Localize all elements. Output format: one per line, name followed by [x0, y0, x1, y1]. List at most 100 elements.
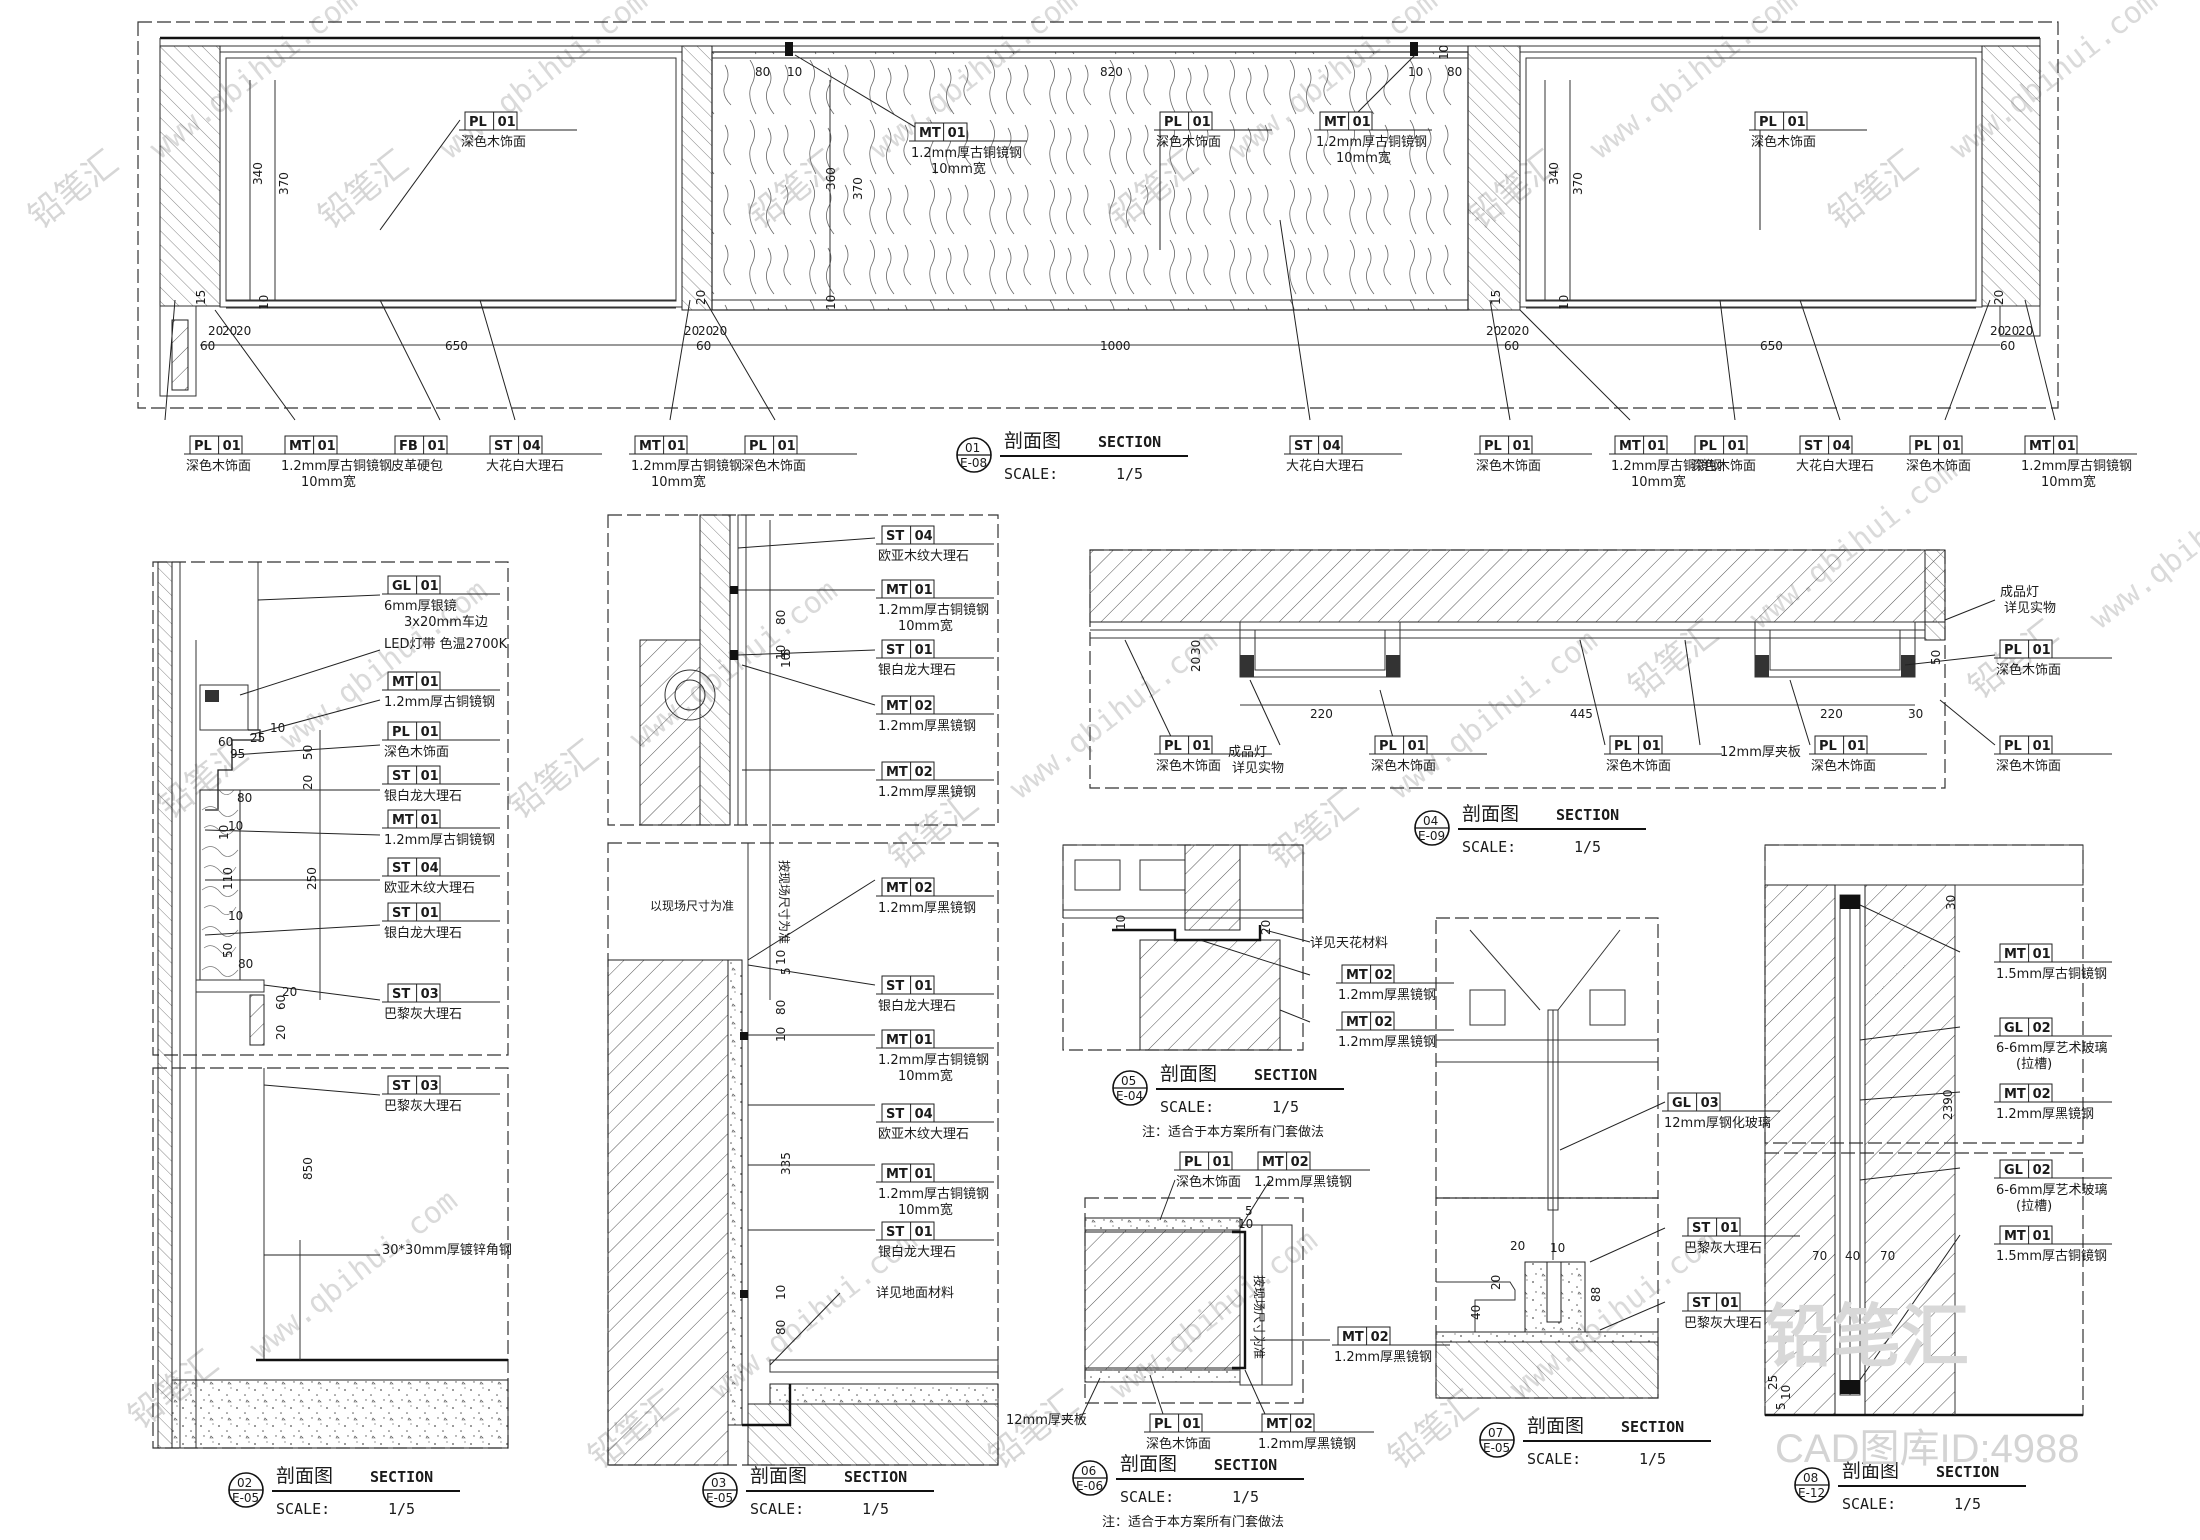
tag-desc: 1.2mm厚古铜镜钢 — [384, 695, 495, 710]
tag-code: MT — [886, 765, 908, 780]
dimension-text: 10 — [774, 1285, 788, 1300]
dimension-text: 60 — [696, 339, 711, 353]
tag-desc: 欧亚木纹大理石 — [878, 549, 969, 564]
tag-desc: 欧亚木纹大理石 — [878, 1127, 969, 1142]
scale-value: 1/5 — [388, 1500, 415, 1518]
tag-desc: 1.2mm厚黑镜钢 — [878, 719, 976, 734]
tag-code: MT — [1346, 1015, 1368, 1030]
tag-desc2: (拉槽) — [2016, 1057, 2052, 1072]
dimension-text: 10 — [257, 295, 271, 310]
tag-desc: 银白龙大理石 — [384, 788, 462, 804]
tag-code: ST — [886, 1225, 904, 1240]
tag-code: ST — [494, 439, 512, 454]
tag-desc: 12mm厚钢化玻璃 — [1664, 1116, 1771, 1131]
tag-num: 01 — [421, 579, 439, 594]
tag-desc: 巴黎灰大理石 — [384, 1099, 462, 1114]
tag-desc: 12mm厚夹板 — [1720, 745, 1801, 760]
section-03-drawing — [607, 514, 999, 1466]
tag-code: MT — [639, 439, 661, 454]
dimension-text: 10 — [1437, 45, 1451, 60]
tag-desc: 1.2mm厚古铜镜钢 — [911, 146, 1022, 161]
tag-desc2: 10mm宽 — [301, 474, 356, 490]
tag-desc: 深色木饰面 — [1156, 758, 1221, 774]
watermark-url: www.qbihui.com — [2083, 453, 2200, 636]
dimension-text: 1000 — [1100, 339, 1131, 353]
dimension-text: 20 — [684, 324, 699, 338]
tag-code: ST — [392, 861, 410, 876]
tag-desc: LED灯带 色温2700K — [384, 636, 508, 652]
scale-label: SCALE: — [750, 1500, 804, 1518]
section-ref: E-05 — [232, 1491, 259, 1505]
dimension-text: 10 — [787, 65, 802, 79]
section-title: 剖面图 — [276, 1465, 333, 1487]
tag-code: MT — [289, 439, 311, 454]
dimension-text: 10 — [779, 653, 793, 668]
watermark-brand: 铅笔汇 — [1261, 783, 1366, 877]
tag-code: PL — [1699, 439, 1717, 454]
tag-num: 04 — [421, 861, 439, 876]
dimension-text: 50 — [301, 745, 315, 760]
tag-code: MT — [886, 1167, 908, 1182]
tag-num: 01 — [915, 979, 933, 994]
tag-num: 01 — [223, 439, 241, 454]
tag-num: 01 — [1193, 115, 1211, 130]
stamp-code: CAD图库ID:4988 — [1775, 1427, 2080, 1471]
tag-desc: 巴黎灰大理石 — [384, 1007, 462, 1022]
section-title-en: SECTION — [844, 1468, 907, 1486]
dimension-text: 2390 — [1941, 1089, 1955, 1120]
dimension-text: 10 — [270, 721, 285, 735]
dimension-text: 10 — [774, 950, 788, 965]
tag-desc: 1.2mm厚古铜镜钢 — [2021, 459, 2132, 474]
scale-label: SCALE: — [276, 1500, 330, 1518]
dimension-text: 70 — [1812, 1249, 1827, 1263]
tag-desc: 1.5mm厚古铜镜钢 — [1996, 967, 2107, 982]
tag-code: PL — [469, 115, 487, 130]
tag-num: 01 — [1788, 115, 1806, 130]
tag-desc: 1.2mm厚黑镜钢 — [878, 785, 976, 800]
tag-code: ST — [392, 987, 410, 1002]
section-ref: E-12 — [1798, 1486, 1825, 1500]
tag-num: 03 — [421, 1079, 439, 1094]
dimension-text: 50 — [1929, 650, 1943, 665]
tag-num: 01 — [1643, 739, 1661, 754]
tag-code: PL — [1184, 1155, 1202, 1170]
dimension-text: 20 — [301, 775, 315, 790]
tag-desc2: (拉槽) — [2016, 1199, 2052, 1214]
tag-code: MT — [392, 813, 414, 828]
tag-num: 01 — [1513, 439, 1531, 454]
tag-desc: 深色木饰面 — [1691, 458, 1756, 474]
side-note: 以现场尺寸为准 — [650, 899, 734, 913]
tag-desc2: 10mm宽 — [898, 1068, 953, 1084]
watermark-url: www.qbihui.com — [243, 1183, 464, 1366]
tag-desc2: 10mm宽 — [1631, 474, 1686, 490]
tag-num: 02 — [1375, 968, 1393, 983]
scale-value: 1/5 — [1116, 465, 1143, 483]
dimension-text: 10 — [774, 645, 788, 660]
scale-label: SCALE: — [1160, 1098, 1214, 1116]
tag-num: 01 — [778, 439, 796, 454]
tag-code: MT — [1262, 1155, 1284, 1170]
watermark-brand: 铅笔汇 — [501, 733, 606, 827]
section-number: 05 — [1121, 1074, 1136, 1088]
dimension-text: 15 — [194, 290, 208, 305]
dimension-text: 25 — [1766, 1375, 1780, 1390]
dimension-text: 88 — [1589, 1287, 1603, 1302]
tag-num: 01 — [2033, 643, 2051, 658]
watermark-brand: 铅笔汇 — [1961, 613, 2066, 707]
tag-num: 01 — [915, 1225, 933, 1240]
